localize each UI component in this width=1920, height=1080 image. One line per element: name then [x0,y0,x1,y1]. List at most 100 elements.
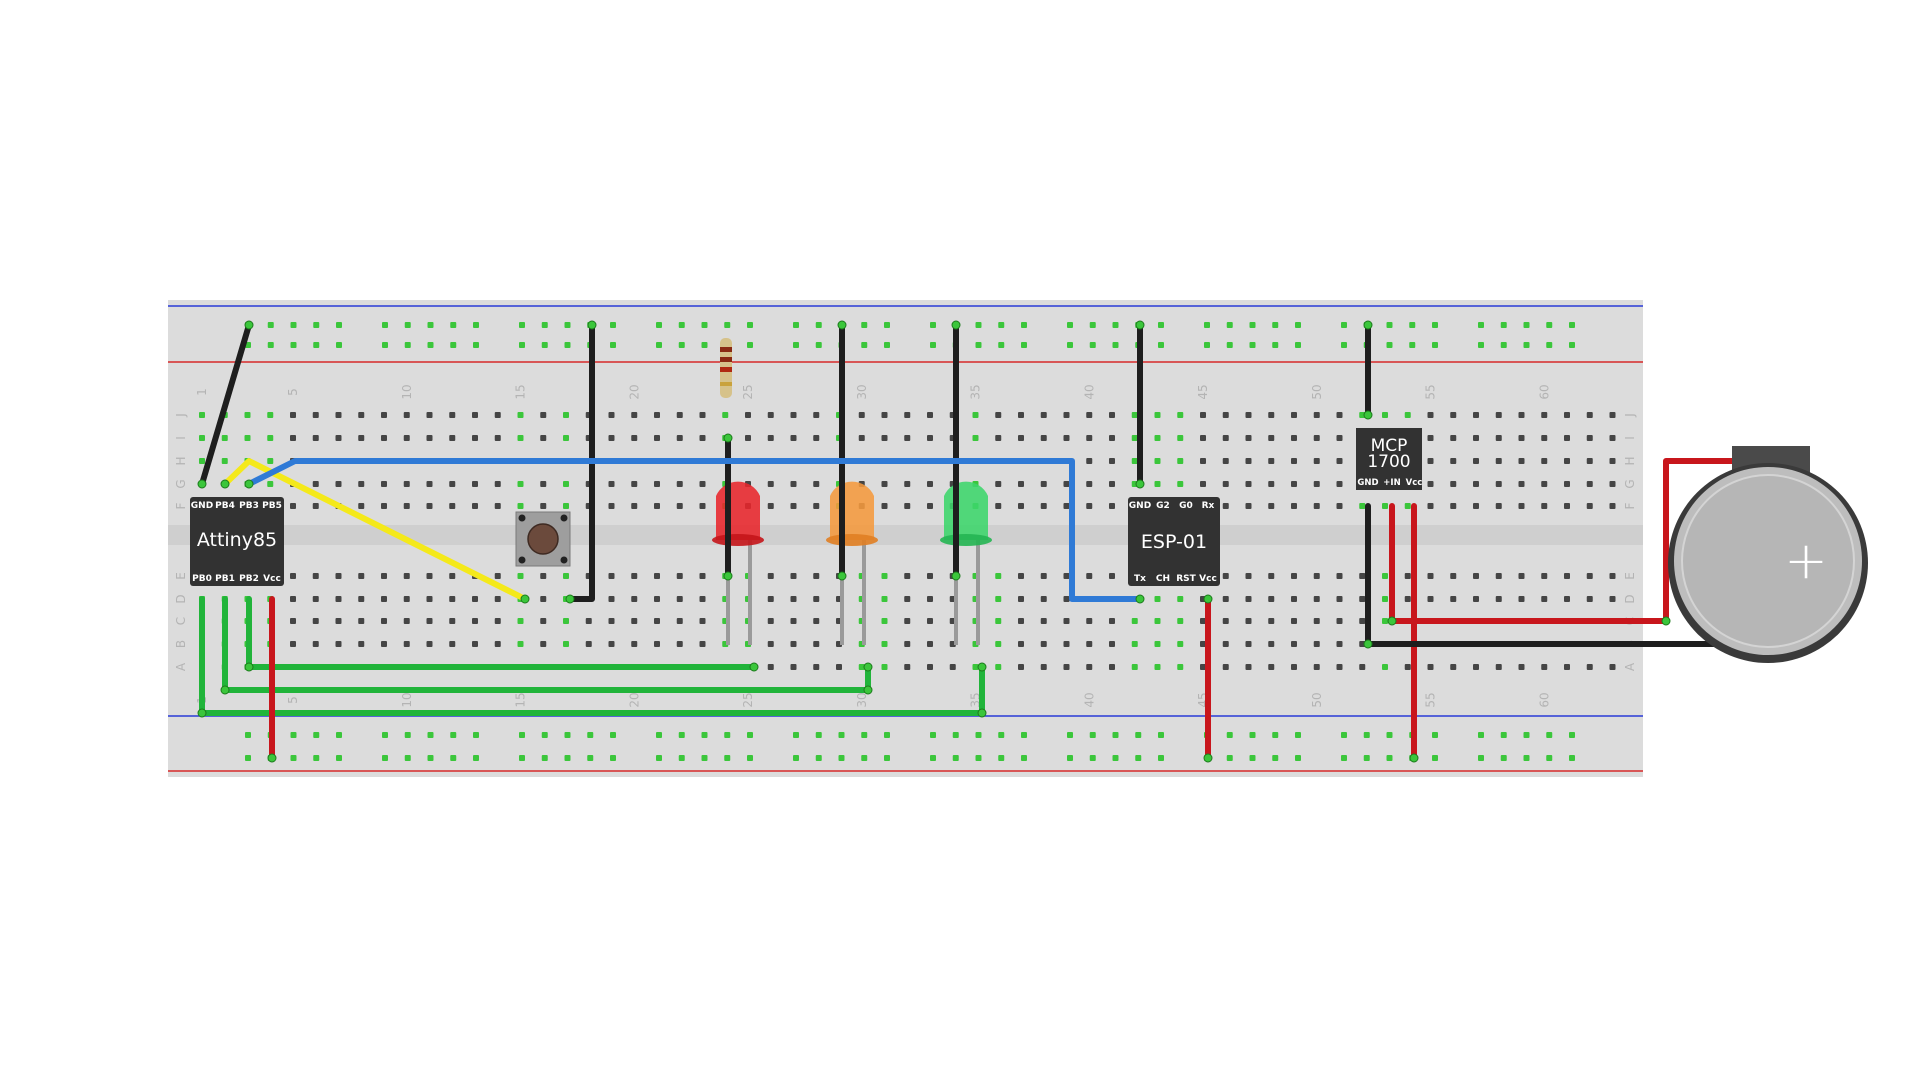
hole [995,503,1002,509]
hole [1450,503,1457,509]
hole [1268,573,1275,579]
hole [1450,596,1457,602]
hole [1040,641,1047,647]
hole [1609,435,1616,441]
hole [1063,573,1070,579]
hole [1404,412,1411,418]
rail-hole [1249,322,1256,328]
column-number: 15 [514,692,528,707]
hole [881,481,888,487]
pushbutton[interactable] [515,511,571,567]
rail-hole [656,732,662,738]
hole [1382,503,1388,509]
rail-hole [930,322,936,328]
pin-label: Vcc [263,574,281,584]
hole [608,596,615,602]
hole [517,481,524,487]
rail-hole [1569,755,1575,761]
hole [1040,618,1047,624]
rail-hole [587,732,594,738]
hole [813,664,820,670]
column-number: 25 [741,384,755,399]
hole [312,596,319,602]
rail-hole [564,322,571,328]
hole [1450,664,1457,670]
hole [335,596,342,602]
rail-hole [519,755,525,761]
hole [1382,573,1388,579]
rail-hole [1089,755,1096,761]
hole [1359,573,1366,579]
hole [790,412,797,418]
hole [1473,481,1479,487]
rail-hole [1409,322,1416,328]
rail-hole [404,755,411,761]
rail-hole [656,322,662,328]
hole [494,481,501,487]
rail-hole [473,755,479,761]
hole [858,435,865,441]
hole [290,503,296,509]
hole [1609,412,1616,418]
rail-hole [336,342,342,348]
rail-hole [1067,732,1073,738]
rail-hole [930,755,936,761]
hole [654,503,660,509]
column-number: 55 [1424,384,1438,399]
row-letter: J [174,413,188,418]
rail-hole [1546,322,1553,328]
hole [1336,641,1343,647]
hole [1518,481,1525,487]
rail-hole [313,732,320,738]
wire-end [749,662,759,672]
hole [1427,458,1434,464]
hole [1222,503,1229,509]
hole [813,641,820,647]
hole [1086,618,1093,624]
hole [767,503,774,509]
hole [836,664,842,670]
hole [449,412,456,418]
rail-hole [313,322,320,328]
hole [1495,458,1502,464]
hole [1086,503,1093,509]
hole [1154,435,1161,441]
hole [1268,596,1275,602]
rail-hole [1341,342,1347,348]
hole [995,641,1002,647]
hole [631,618,638,624]
hole [767,481,774,487]
rail-hole [541,732,548,738]
rail-hole [975,322,982,328]
rail-hole [1523,755,1530,761]
breadboard [168,300,1643,777]
wire-end [723,433,733,443]
mcp1700-label-line2: 1700 [1367,452,1410,472]
hole [1313,481,1320,487]
hole [335,641,342,647]
hole [381,412,387,418]
hole [1131,435,1138,441]
rail-hole [930,342,936,348]
rail-hole [656,755,662,761]
hole [904,481,911,487]
hole [654,573,660,579]
hole [1040,503,1047,509]
hole [1086,458,1093,464]
row-letter: D [174,594,188,603]
rail-hole [290,755,297,761]
pin-label: Vcc [1406,478,1423,488]
rail-hole [610,322,616,328]
hole [1200,458,1206,464]
rail-hole [610,342,616,348]
hole [1222,664,1229,670]
rail-hole [747,322,753,328]
hole [1336,412,1343,418]
hole [927,481,933,487]
wire-end [951,571,961,581]
hole [767,618,774,624]
rail-hole [267,322,274,328]
row-letter: E [174,572,188,580]
hole [1564,458,1570,464]
pin-label: G2 [1156,501,1170,511]
